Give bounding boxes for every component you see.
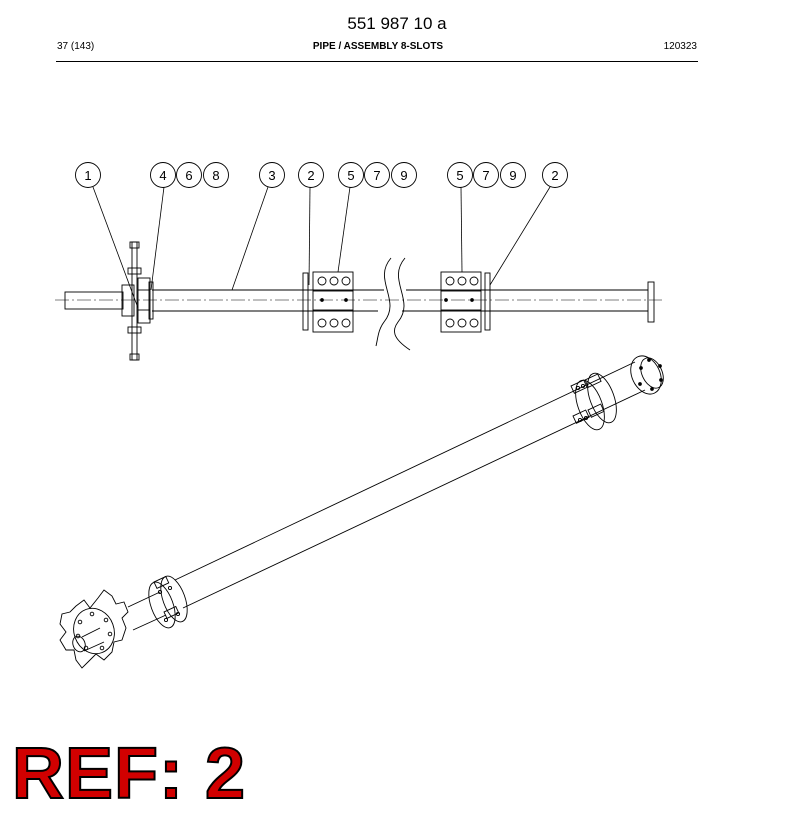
callout-label: 5 [456,168,463,183]
callout-5b [447,162,473,188]
callout-5a [338,162,364,188]
side-view [55,241,662,361]
callout-label: 2 [551,168,558,183]
iso-pipe-top [174,361,636,581]
callout-balloons [75,162,568,188]
callout-label: 5 [347,168,354,183]
sprocket-side [131,241,138,361]
leader-lines [92,186,551,309]
callout-label: 9 [509,168,516,183]
callout-2b [542,162,568,188]
document-number: 551 987 10 a [347,14,447,33]
iso-clamp-lower [148,575,188,629]
callout-4 [150,162,176,188]
callout-label: 7 [482,168,489,183]
callout-1 [75,162,101,188]
callout-label: 3 [268,168,275,183]
callout-6 [176,162,202,188]
callout-label: 7 [373,168,380,183]
iso-end-flange [630,355,662,395]
callout-labels: 1 4 6 8 3 2 5 7 9 5 7 9 2 [84,168,558,183]
end-flange [647,281,655,323]
iso-clamp-upper [570,372,617,431]
callout-7a [364,162,390,188]
callout-label: 1 [84,168,91,183]
callout-label: 8 [212,168,219,183]
isometric-view [59,355,664,669]
iso-stub-shaft [72,635,86,653]
break-line-right [393,257,411,351]
iso-pipe-bottom [182,389,646,609]
page-indicator: 37 (143) [57,41,95,52]
hub [121,284,135,317]
clamp-block-right [440,271,482,292]
sprocket-flange [137,277,151,324]
header-rule [56,61,698,62]
iso-sprocket [59,589,129,669]
callout-2a [298,162,324,188]
clamp-plate-left [302,272,309,331]
callout-7b [473,162,499,188]
callout-label: 9 [400,168,407,183]
date-code: 120323 [663,41,697,52]
callout-8 [203,162,229,188]
stub-shaft [64,291,124,310]
callout-label: 2 [307,168,314,183]
clamp-block-left [312,271,354,292]
callout-label: 6 [185,168,192,183]
break-line-left [375,257,392,347]
callout-label: 4 [159,168,166,183]
callout-3 [259,162,285,188]
callout-9b [500,162,526,188]
sheet-title: PIPE / ASSEMBLY 8-SLOTS [312,41,444,52]
ref-stamp: REF: 2 [11,734,247,814]
callout-9a [391,162,417,188]
clamp-plate-right [484,272,491,331]
